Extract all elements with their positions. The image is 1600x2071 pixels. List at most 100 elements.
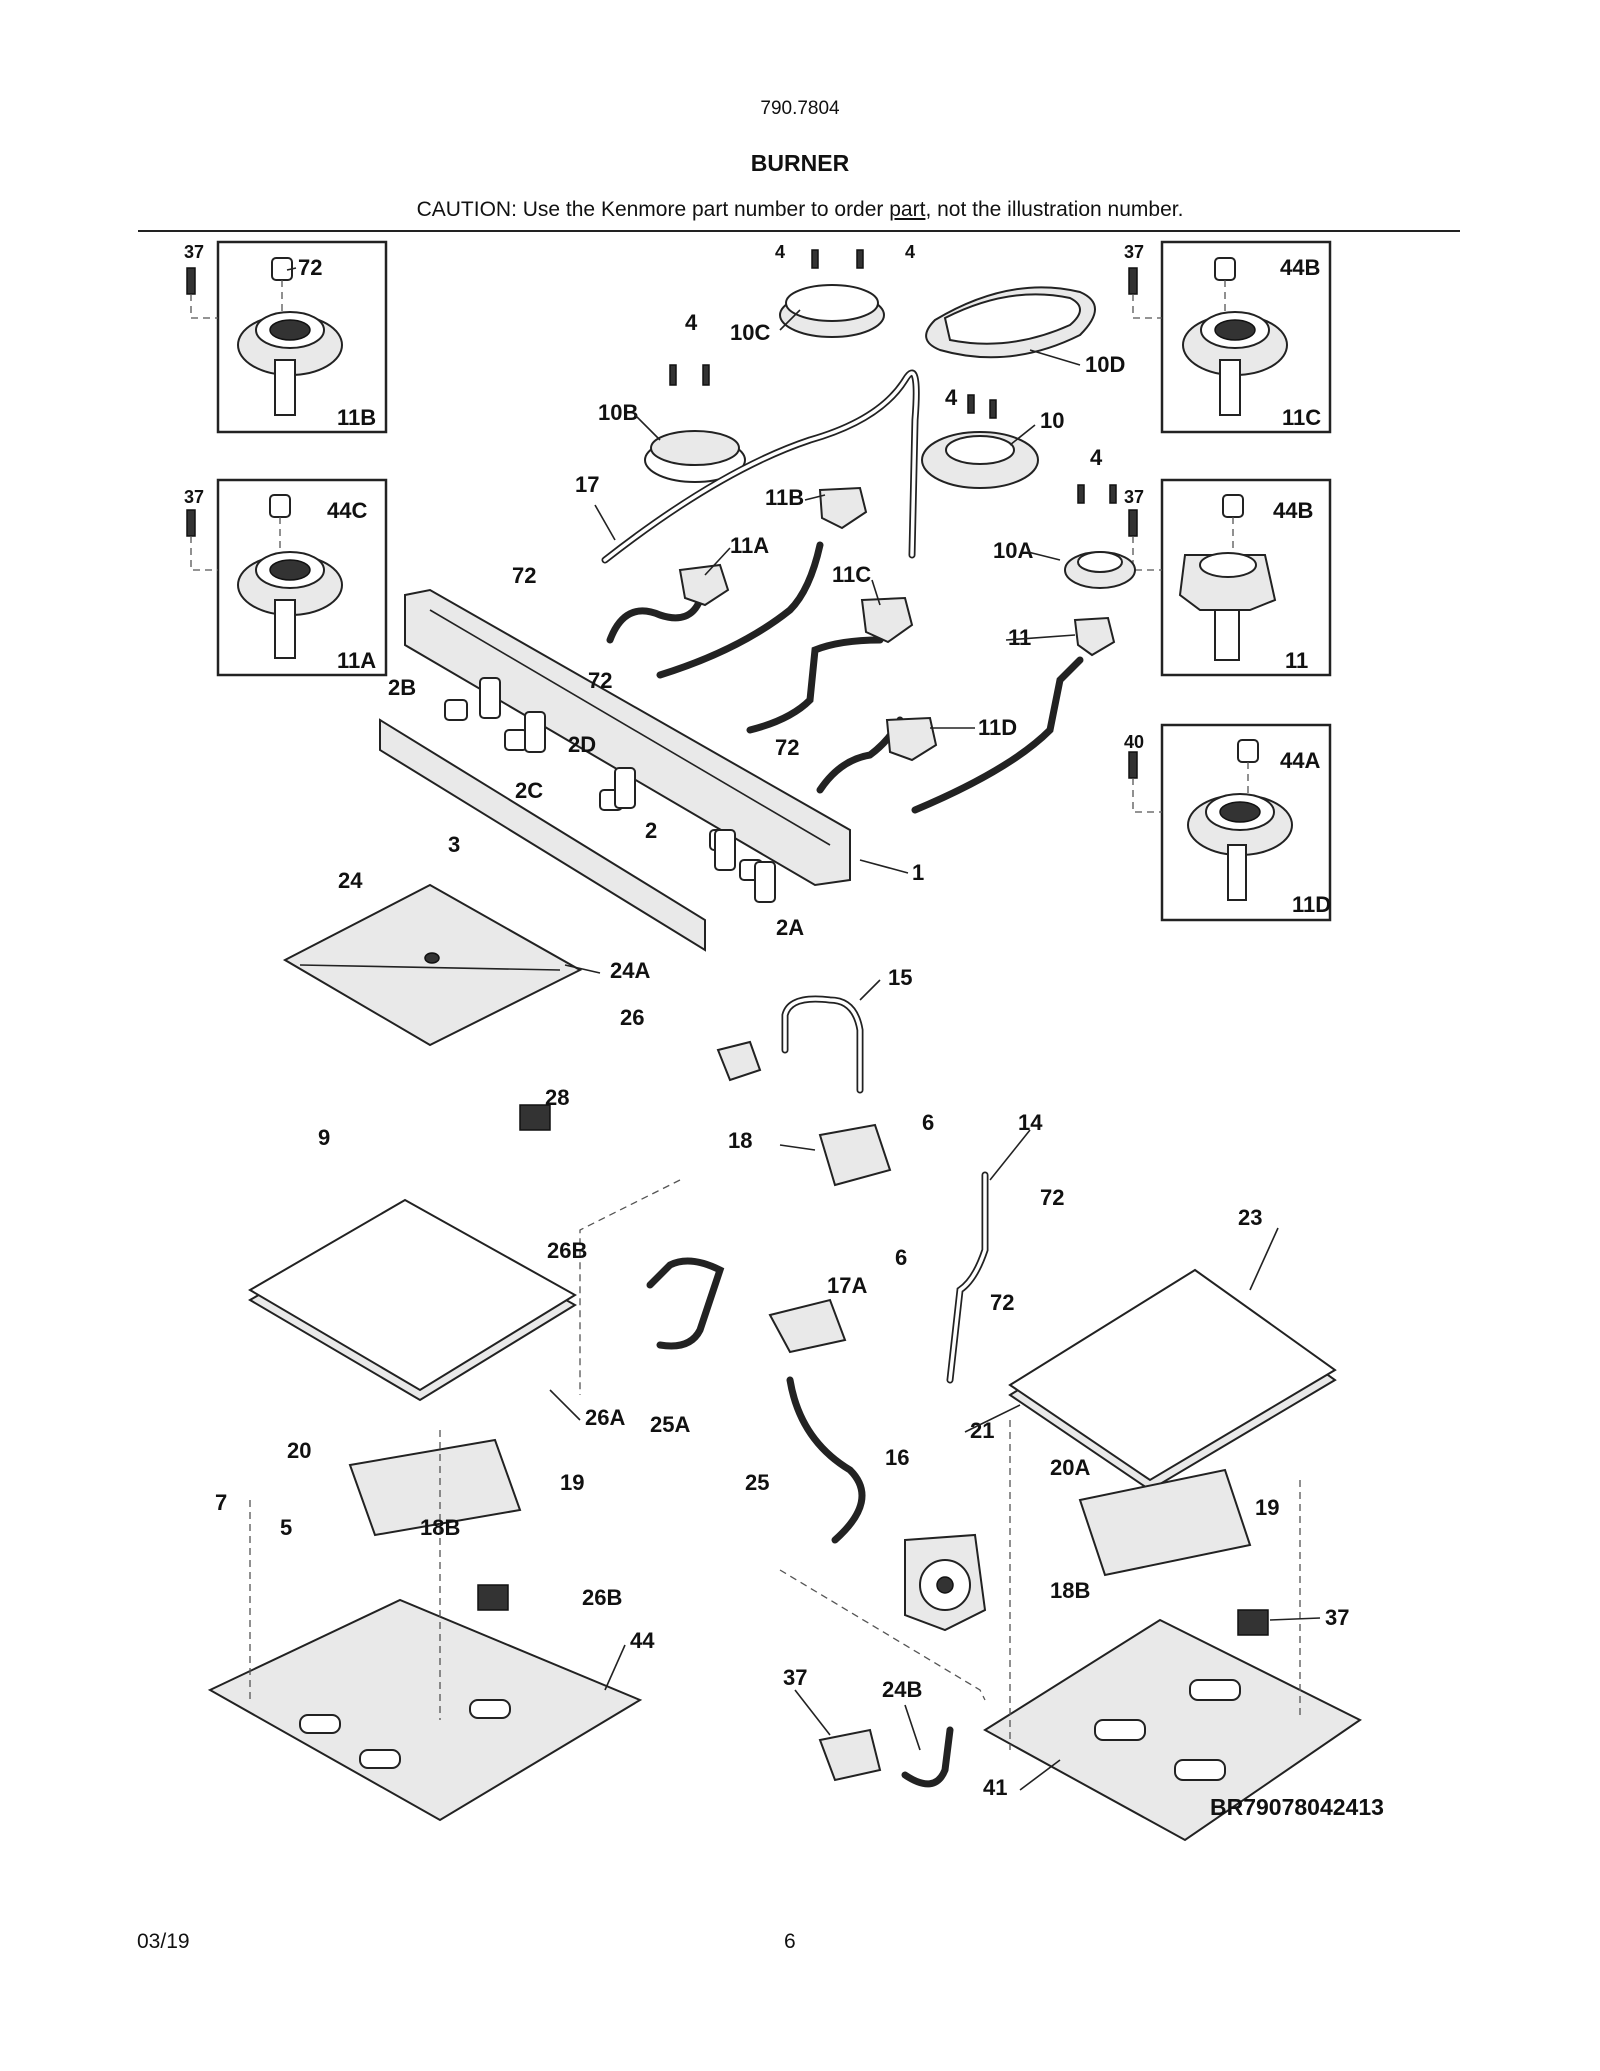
callout-4-a: 4	[775, 242, 785, 262]
callout-11c: 11B	[765, 485, 804, 510]
callout-18-a: 18B	[420, 1515, 460, 1540]
callout-44a: 44B	[1273, 498, 1313, 523]
inset-11	[1160, 723, 1332, 922]
callout-23: 24B	[882, 1677, 922, 1702]
caution-note: CAUTION: Use the Kenmore part number to …	[0, 198, 1600, 222]
callout-37-e: 40	[1124, 732, 1144, 752]
callout-18-b: 18B	[1050, 1578, 1090, 1603]
callout-1: 1	[912, 860, 924, 885]
alignment-lines	[249, 1179, 1301, 1750]
callout-15: 15	[888, 965, 912, 990]
callout-9: 9	[318, 1125, 330, 1150]
model-number: 790.7804	[760, 98, 840, 119]
gas-tubes	[601, 369, 1084, 814]
callout-labels: 72 11B 44B 11C 44C 11A 44B 11 44A 11D 37…	[184, 242, 1384, 1820]
callout-20: 21	[970, 1418, 994, 1443]
callout-21: 24	[338, 868, 363, 893]
base-pans	[207, 1598, 1362, 1842]
caution-part-link[interactable]: part	[889, 198, 926, 221]
callout-37-b: 37	[1124, 242, 1144, 262]
callout-20a: 23	[1238, 1205, 1262, 1230]
callout-4-e: 4	[1090, 445, 1103, 470]
callout-2: 2	[645, 818, 657, 843]
igniters	[348, 1104, 1269, 1636]
callout-2a: 2A	[776, 915, 804, 940]
callout-18b-b: 19	[1255, 1495, 1279, 1520]
callout-19-b: 20A	[1050, 1455, 1090, 1480]
screws-4	[669, 249, 1117, 504]
callout-41: 44	[630, 1628, 655, 1653]
callout-72-d: 72	[1040, 1185, 1064, 1210]
callout-11: 11D	[978, 715, 1017, 740]
caution-suffix: , not the illustration number.	[925, 198, 1184, 221]
callout-24a: 25A	[650, 1412, 690, 1437]
callout-13: 14	[1018, 1110, 1043, 1135]
inset-11c	[216, 240, 388, 434]
callout-10d: 10D	[1085, 352, 1125, 377]
elbow-fittings	[818, 1726, 954, 1788]
callout-17a: 18	[728, 1128, 752, 1153]
callout-44b-top: 44B	[1280, 255, 1320, 280]
callout-16: 17	[575, 472, 599, 497]
callout-37-c: 37	[184, 487, 204, 507]
callout-11d: 11C	[832, 562, 871, 587]
callout-11a: 11	[1008, 625, 1031, 650]
inset-11d	[1160, 240, 1332, 434]
callout-6-b: 6	[895, 1245, 907, 1270]
lower-gas-lines	[646, 995, 892, 1544]
callout-3: 3	[448, 832, 460, 857]
manifold-pipe	[946, 1171, 989, 1384]
callout-17: 17A	[827, 1273, 867, 1298]
pressure-regulator	[904, 1533, 987, 1632]
manifold-assembly	[379, 588, 851, 952]
callout-11c-inset: 11B	[337, 405, 376, 430]
leader-lines	[286, 267, 1321, 1791]
callout-4-c: 4	[685, 310, 698, 335]
callout-25: 26A	[585, 1405, 625, 1430]
callout-2b: 2B	[388, 675, 416, 700]
caution-prefix: CAUTION: Use the Kenmore part number to …	[416, 198, 890, 221]
callout-4-d: 4	[945, 385, 958, 410]
callout-37-d: 37	[1124, 487, 1144, 507]
heat-shield	[282, 883, 583, 1047]
callout-72-a: 72	[512, 563, 536, 588]
callout-10a: 10A	[993, 538, 1033, 563]
header-divider	[138, 230, 1460, 232]
callout-4-b: 4	[905, 242, 915, 262]
callout-26b: 37	[1325, 1605, 1349, 1630]
callout-28: 37	[783, 1665, 807, 1690]
callout-22: 24A	[610, 958, 650, 983]
callout-10: 10	[1040, 408, 1064, 433]
callout-26: 26B	[582, 1585, 622, 1610]
callout-19-a: 20	[287, 1438, 311, 1463]
callout-40: 41	[983, 1775, 1007, 1800]
callout-14: 16	[885, 1445, 909, 1470]
callout-25a: 26B	[547, 1238, 587, 1263]
callout-72-b: 72	[588, 668, 612, 693]
screws-37	[186, 267, 1162, 813]
callout-72-e: 72	[990, 1290, 1014, 1315]
cover-plates	[248, 1198, 1337, 1492]
callout-11-inset: 11D	[1292, 892, 1331, 917]
callout-24b: 26	[620, 1005, 644, 1030]
inset-11b	[216, 478, 388, 677]
footer-page-number: 6	[784, 1930, 796, 1953]
inset-11a	[1160, 478, 1332, 677]
burner-bases	[678, 486, 1116, 762]
reference-code: BR79078042413	[1210, 1794, 1384, 1820]
callout-44c: 72	[298, 255, 322, 280]
callout-11a-inset: 11	[1285, 648, 1308, 673]
callout-2c: 2C	[515, 778, 543, 803]
footer-date: 03/19	[137, 1930, 190, 1953]
callout-44: 44A	[1280, 748, 1320, 773]
callout-7: 7	[215, 1490, 227, 1515]
callout-44b: 44C	[327, 498, 367, 523]
callout-18b-a: 19	[560, 1470, 584, 1495]
callout-72-c: 72	[775, 735, 799, 760]
callout-24: 25	[745, 1470, 769, 1495]
callout-11b-inset: 11A	[337, 648, 376, 673]
callout-2d: 2D	[568, 732, 596, 757]
callout-10c: 10C	[730, 320, 770, 345]
burner-caps	[644, 284, 1136, 589]
